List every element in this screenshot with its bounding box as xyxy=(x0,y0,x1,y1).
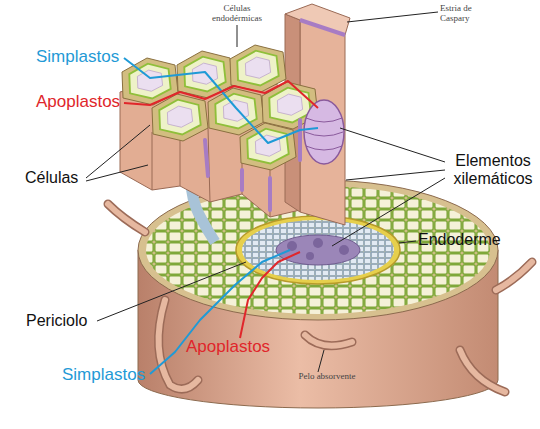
root-hair xyxy=(305,335,352,346)
cell xyxy=(230,45,286,92)
leader-line xyxy=(340,128,445,162)
apoplast-path xyxy=(240,252,300,338)
root-hair xyxy=(496,262,532,290)
xylem-rings xyxy=(305,118,343,150)
root-hair xyxy=(460,350,505,392)
endodermis-ring xyxy=(236,216,400,284)
leader-line xyxy=(86,165,148,181)
pathway-label: Simplastos xyxy=(62,366,145,385)
symplast-path xyxy=(124,58,318,143)
xylem-vessel xyxy=(339,245,349,255)
leader-line xyxy=(86,125,150,178)
part-label: Pelo absorvente xyxy=(298,372,356,382)
part-label: Elementos xilemáticos xyxy=(443,152,540,187)
pathway-label: Simplastos xyxy=(36,48,119,67)
root-hair xyxy=(496,262,532,290)
root-hair xyxy=(305,335,352,346)
leader-line xyxy=(97,262,246,321)
casparian-strips xyxy=(205,120,300,210)
part-label: Células endodérmicas xyxy=(202,4,272,24)
leader-line xyxy=(237,25,238,47)
transport-paths xyxy=(124,58,318,374)
pathway-label: Apoplastos xyxy=(186,338,270,357)
root-hair xyxy=(108,204,145,232)
leader-line xyxy=(346,170,445,180)
part-label: Estria de Caspary xyxy=(440,4,500,24)
xylem-vessel xyxy=(306,252,314,260)
apoplast-path xyxy=(124,81,318,108)
leader-line xyxy=(347,12,438,22)
root-hairs xyxy=(108,204,532,392)
part-label: Periciolo xyxy=(26,312,87,330)
xylem-vessel xyxy=(287,241,297,251)
endodermal-column-front xyxy=(300,20,345,225)
casparian-strip xyxy=(300,20,345,35)
leader-lines xyxy=(86,12,445,372)
xylem-vessel xyxy=(313,238,323,248)
pathway-label: Apoplastos xyxy=(36,93,120,112)
cell xyxy=(240,123,296,170)
symplast-path xyxy=(150,250,290,374)
cell-block xyxy=(120,4,350,225)
stele xyxy=(242,220,394,280)
endodermal-column-top xyxy=(285,4,350,35)
leader-line xyxy=(318,350,324,372)
root-hair xyxy=(460,350,505,392)
part-label: Endoderme xyxy=(418,231,501,249)
xylem-element xyxy=(304,100,344,164)
part-label: Células xyxy=(25,169,78,187)
leader-line xyxy=(399,241,416,243)
root-hair xyxy=(108,204,145,232)
